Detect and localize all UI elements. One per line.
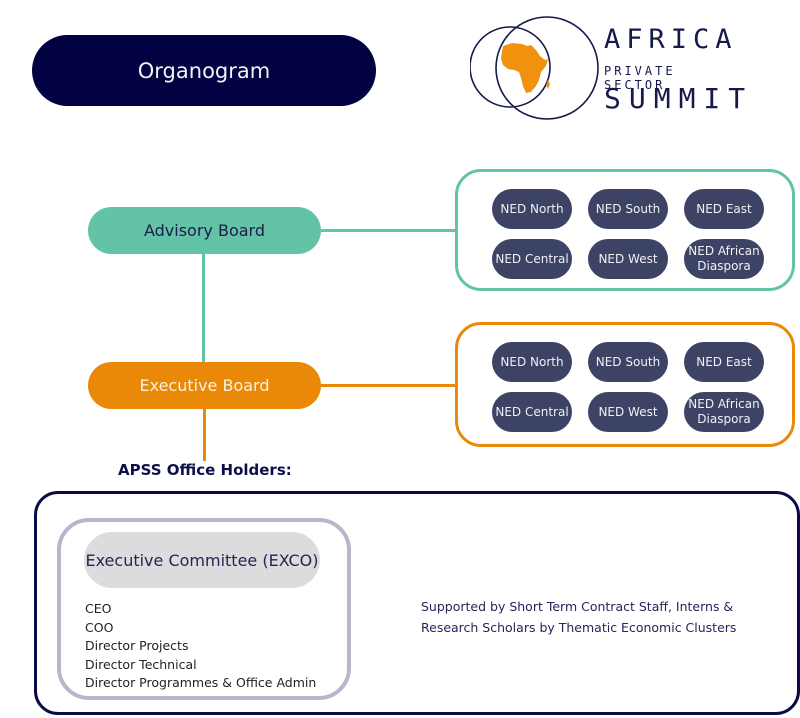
executive-ned-central: NED Central: [492, 392, 572, 432]
logo-word-private-sector: PRIVATE SECTOR: [604, 64, 676, 92]
logo-word-summit: SUMMIT: [604, 82, 754, 115]
connector-executive-to-office: [203, 409, 206, 461]
advisory-board-label: Advisory Board: [143, 221, 265, 240]
apss-logo: AFRICA PRIVATE SECTOR SUMMIT: [470, 12, 745, 122]
executive-ned-west: NED West: [588, 392, 668, 432]
logo-word-africa: AFRICA: [604, 24, 738, 55]
page-title: Organogram: [137, 58, 271, 83]
role-ceo: CEO: [85, 601, 112, 616]
exco-container: [57, 518, 351, 700]
advisory-ned-african-diaspora: NED African Diaspora: [684, 239, 764, 279]
exco-title-pill: Executive Committee (EXCO): [84, 532, 320, 588]
role-director-technical: Director Technical: [85, 656, 197, 672]
executive-ned-north: NED North: [492, 342, 572, 382]
support-text-line-2: Research Scholars by Thematic Economic C…: [421, 620, 737, 635]
africa-globe-icon: [470, 16, 599, 120]
advisory-ned-south: NED South: [588, 189, 668, 229]
executive-ned-african-diaspora: NED African Diaspora: [684, 392, 764, 432]
organogram-title: Organogram: [32, 35, 376, 106]
advisory-ned-east: NED East: [684, 189, 764, 229]
exco-title: Executive Committee (EXCO): [85, 550, 319, 570]
advisory-ned-central: NED Central: [492, 239, 572, 279]
advisory-ned-group: NED North NED South NED East NED Central…: [455, 169, 795, 291]
advisory-ned-north: NED North: [492, 189, 572, 229]
connector-executive-to-neds: [321, 384, 457, 387]
connector-advisory-to-executive: [202, 254, 205, 364]
advisory-ned-west: NED West: [588, 239, 668, 279]
executive-ned-south: NED South: [588, 342, 668, 382]
support-text-line-1: Supported by Short Term Contract Staff, …: [421, 599, 734, 614]
office-holders-heading: APSS Office Holders:: [118, 461, 292, 479]
executive-board-node: Executive Board: [88, 362, 321, 409]
executive-ned-group: NED North NED South NED East NED Central…: [455, 322, 795, 447]
executive-board-label: Executive Board: [139, 376, 270, 395]
role-director-programmes: Director Programmes & Office Admin: [85, 675, 317, 690]
advisory-board-node: Advisory Board: [88, 207, 321, 254]
executive-ned-east: NED East: [684, 342, 764, 382]
role-director-projects: Director Projects: [85, 638, 189, 653]
exco-roles-list: CEO COO Director Projects Director Techn…: [85, 600, 316, 693]
connector-advisory-to-neds: [321, 229, 457, 232]
office-holders-container: [34, 491, 800, 715]
role-coo: COO: [85, 619, 114, 635]
support-staff-note: Supported by Short Term Contract Staff, …: [421, 596, 781, 638]
